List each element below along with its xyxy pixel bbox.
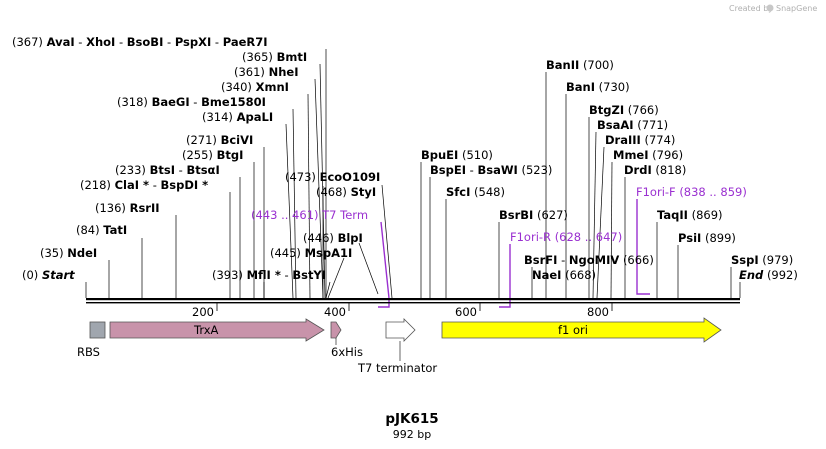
site-line-xmni <box>307 93 311 299</box>
site-label-start[interactable]: (0) Start <box>22 268 75 282</box>
primer-labels: (443 .. 461) T7 Term F1ori-R (628 .. 647… <box>251 185 747 244</box>
site-label-apali[interactable]: (314) ApaLI <box>202 110 273 124</box>
primer-marker-f1ori-r <box>499 244 511 308</box>
site-label-mspa1i[interactable]: (445) MspA1I <box>270 246 352 260</box>
site-label-btgi[interactable]: (255) BtgI <box>182 148 243 162</box>
site-label-end[interactable]: End (992) <box>739 268 798 282</box>
primer-label-f1ori-r[interactable]: F1ori-R (628 .. 647) <box>510 230 622 244</box>
site-label-styi[interactable]: (468) StyI <box>316 185 376 199</box>
feature-trxa-label: TrxA <box>193 323 219 337</box>
feature-6xhis-label: 6xHis <box>331 345 363 359</box>
feature-trxa[interactable] <box>109 318 325 342</box>
ruler-label-600: 600 <box>455 305 477 319</box>
site-label-bsrfi[interactable]: BsrFI - NgoMIV (666) <box>524 253 654 267</box>
site-line-baegi <box>292 108 297 299</box>
site-label-avai[interactable]: (367) AvaI - XhoI - BsoBI - PspXI - PaeR… <box>12 35 268 49</box>
site-label-psii[interactable]: PsiI (899) <box>678 231 736 245</box>
site-label-drdi[interactable]: DrdI (818) <box>624 163 686 177</box>
feature-rbs[interactable] <box>89 321 106 339</box>
site-label-ecoo109i[interactable]: (473) EcoO109I <box>285 170 380 184</box>
site-label-sspi[interactable]: SspI (979) <box>731 253 793 267</box>
plasmid-length: 992 bp <box>393 428 431 441</box>
site-label-mmei[interactable]: MmeI (796) <box>613 148 683 162</box>
feature-t7-terminator[interactable] <box>385 318 416 342</box>
ruler-label-800: 800 <box>587 305 609 319</box>
primer-markers <box>378 199 650 308</box>
site-label-bpuei[interactable]: BpuEI (510) <box>421 148 493 162</box>
site-line-bstyi <box>325 281 331 299</box>
site-label-xmni[interactable]: (340) XmnI <box>221 80 289 94</box>
site-line-apali <box>285 123 294 299</box>
site-label-ndei[interactable]: (35) NdeI <box>40 246 97 260</box>
ruler-label-400: 400 <box>324 305 346 319</box>
site-lines <box>85 49 741 299</box>
site-label-clai[interactable]: (218) ClaI * - BspDI * <box>80 178 208 192</box>
primer-label-f1ori-f[interactable]: F1ori-F (838 .. 859) <box>636 185 747 199</box>
site-label-banii[interactable]: BanII (700) <box>546 58 614 72</box>
site-line-mmei <box>610 161 613 299</box>
site-line-draiii <box>596 146 605 299</box>
ruler-label-200: 200 <box>192 305 214 319</box>
snapgene-watermark: Created by SnapGene <box>729 4 817 13</box>
watermark-brand: SnapGene <box>776 4 817 13</box>
ruler <box>216 303 613 311</box>
feature-6xhis[interactable] <box>330 321 342 339</box>
site-label-rsrii[interactable]: (136) RsrII <box>95 201 160 215</box>
site-label-bspei[interactable]: BspEI - BsaWI (523) <box>430 163 552 177</box>
primer-marker-f1ori-f <box>636 199 650 295</box>
primer-marker-t7term <box>378 221 390 308</box>
snapgene-logo-icon <box>766 4 774 12</box>
site-label-naei[interactable]: NaeI (668) <box>532 268 596 282</box>
site-label-blpi[interactable]: (446) BlpI <box>303 231 363 245</box>
site-label-btsi[interactable]: (233) BtsI - BtsαI <box>115 163 220 177</box>
site-label-draiii[interactable]: DraIII (774) <box>605 133 675 147</box>
site-label-tati[interactable]: (84) TatI <box>76 223 127 237</box>
feature-rbs-label: RBS <box>77 345 100 359</box>
site-line-nhei <box>314 78 324 299</box>
watermark-created-by: Created by <box>729 4 773 13</box>
site-label-sfci[interactable]: SfcI (548) <box>446 185 505 199</box>
site-label-taqii[interactable]: TaqII (869) <box>657 208 723 222</box>
feature-f1-ori-label: f1 ori <box>558 323 588 337</box>
backbone <box>86 298 740 304</box>
site-label-bcivi[interactable]: (271) BciVI <box>186 133 253 147</box>
features: RBS TrxA 6xHis T7 terminator f1 ori <box>77 317 722 375</box>
site-label-btgzi[interactable]: BtgZI (766) <box>589 103 659 117</box>
site-label-baegi[interactable]: (318) BaeGI - Bme1580I <box>117 95 266 109</box>
site-label-bmti[interactable]: (365) BmtI <box>242 50 307 64</box>
site-line-blpi <box>358 242 379 295</box>
site-label-mfli[interactable]: (393) MflI * - BstYI <box>212 268 326 282</box>
backbone-bottom-strand <box>86 302 740 304</box>
site-line-styi <box>381 184 393 299</box>
site-line-mspa1i <box>327 257 345 299</box>
primer-label-t7term[interactable]: (443 .. 461) T7 Term <box>251 208 368 222</box>
site-label-bani[interactable]: BanI (730) <box>566 80 630 94</box>
site-line-bmti <box>319 63 326 299</box>
site-line-bsaai <box>592 131 597 299</box>
site-labels: (367) AvaI - XhoI - BsoBI - PspXI - PaeR… <box>12 35 798 282</box>
feature-t7-terminator-label: T7 terminator <box>357 361 437 375</box>
plasmid-name: pJK615 <box>385 411 438 427</box>
backbone-top-strand <box>86 298 740 301</box>
feature-f1-ori[interactable] <box>441 317 722 343</box>
site-label-bsaai[interactable]: BsaAI (771) <box>597 118 668 132</box>
site-label-nhei[interactable]: (361) NheI <box>234 65 298 79</box>
site-label-bsrbi[interactable]: BsrBI (627) <box>499 208 568 222</box>
